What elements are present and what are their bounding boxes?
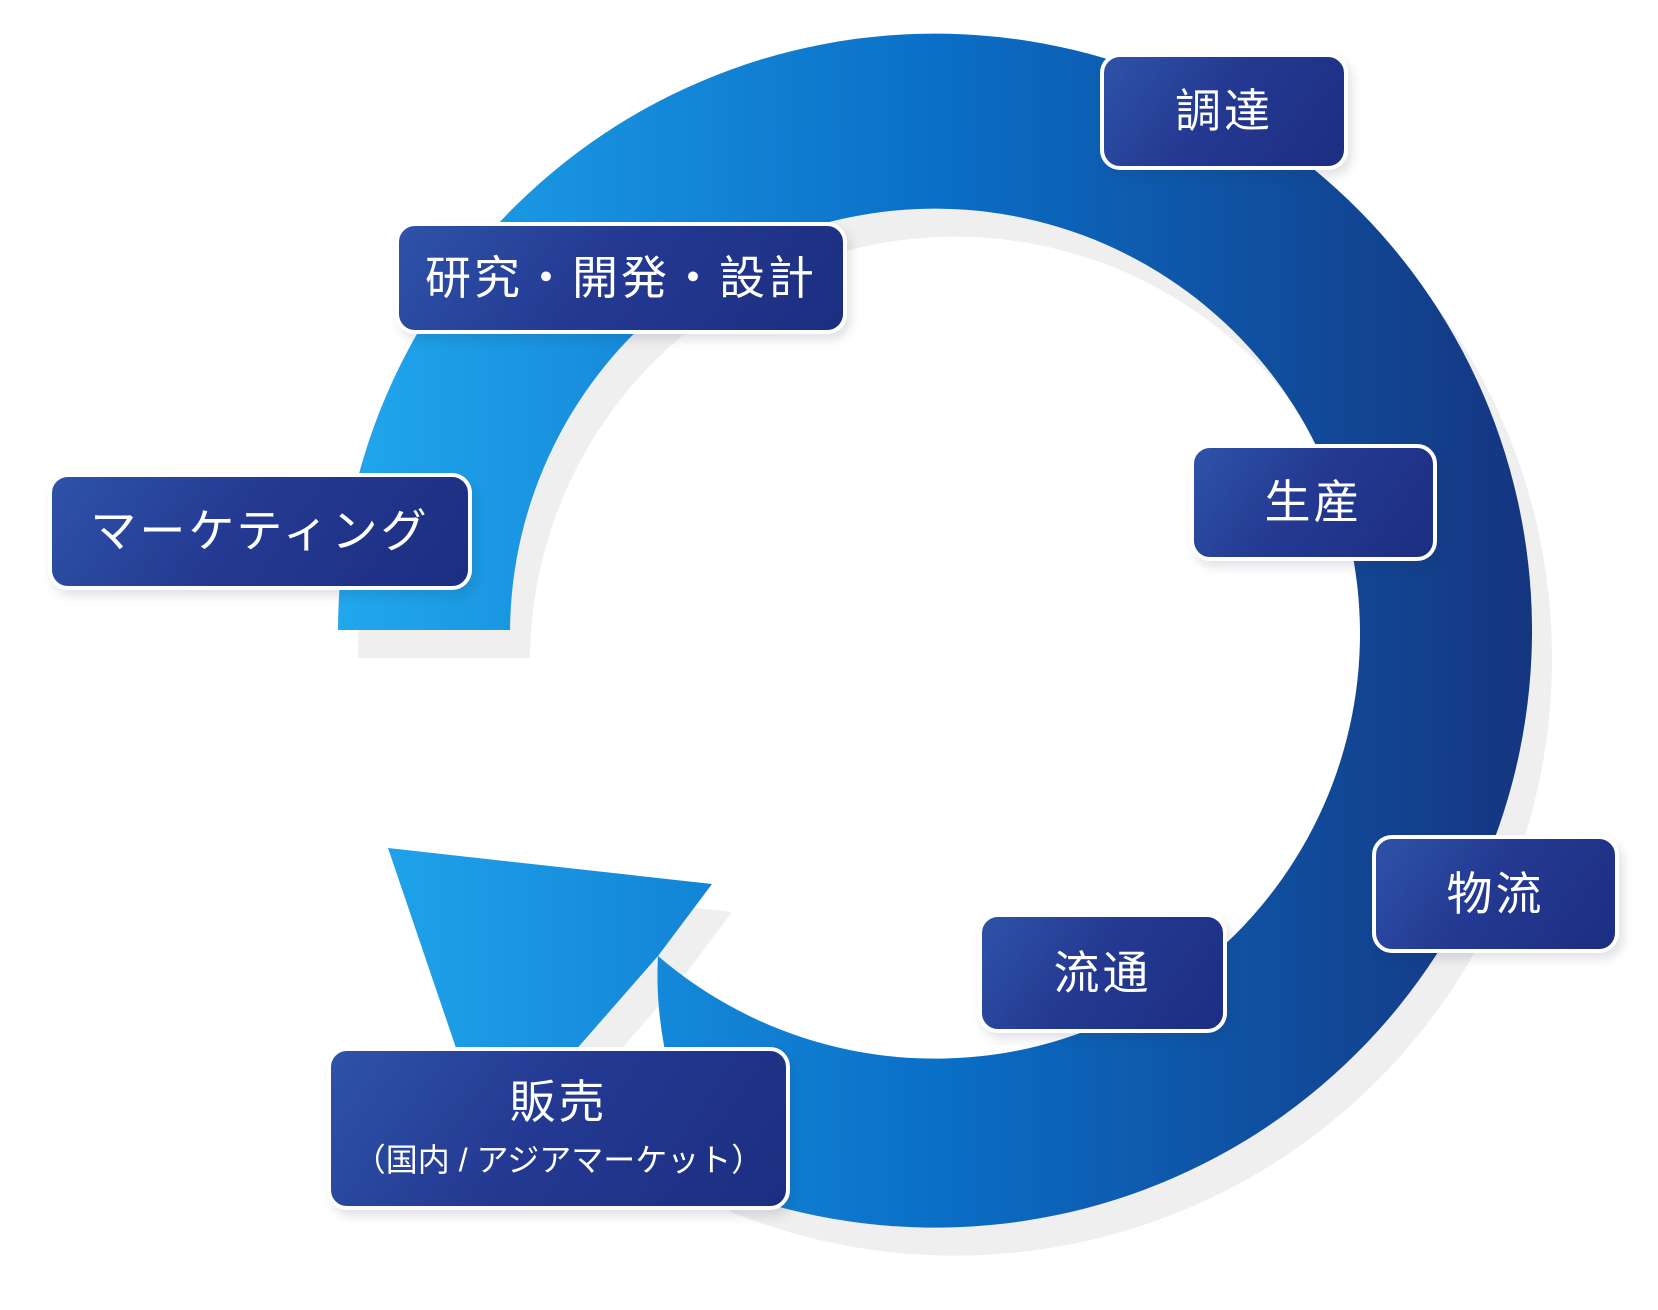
step-label: 物流 [1446, 867, 1545, 920]
step-box-distribution: 流通 [978, 913, 1227, 1033]
step-box-sales: 販売 （国内 / アジアマーケット） [327, 1047, 790, 1210]
step-label: 販売 [509, 1076, 608, 1129]
step-label: 生産 [1264, 476, 1363, 529]
step-box-logistics: 物流 [1372, 835, 1619, 953]
step-label: 研究・開発・設計 [425, 251, 817, 304]
step-sublabel: （国内 / アジアマーケット） [353, 1141, 764, 1178]
step-box-marketing: マーケティング [48, 473, 472, 590]
step-box-procurement: 調達 [1100, 53, 1348, 170]
step-label: 調達 [1175, 85, 1273, 138]
step-label: 流通 [1053, 946, 1152, 999]
step-box-production: 生産 [1190, 444, 1437, 561]
step-label: マーケティング [90, 505, 430, 558]
step-box-research-development-design: 研究・開発・設計 [395, 222, 847, 334]
